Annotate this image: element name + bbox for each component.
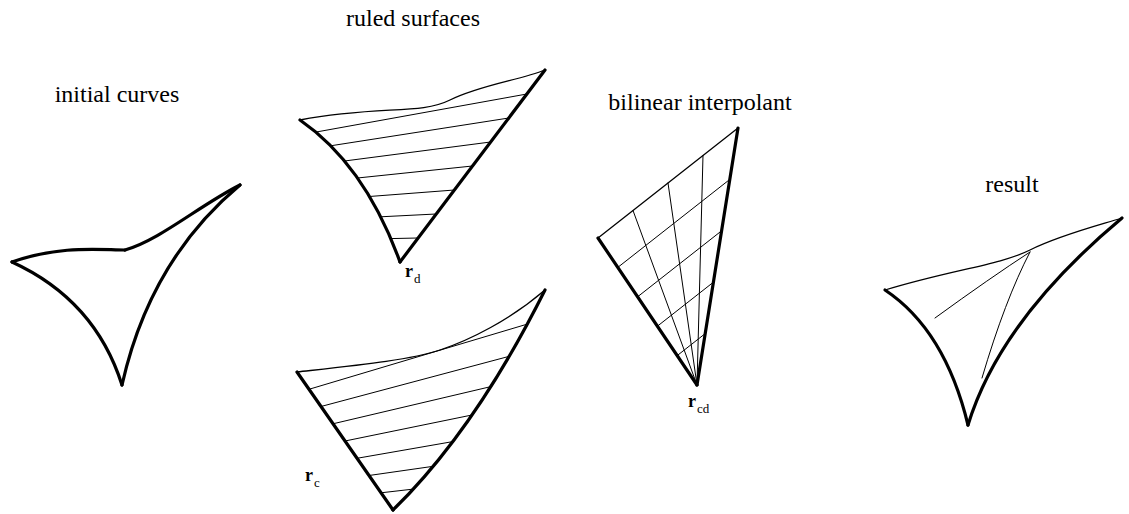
section-heading: result bbox=[985, 172, 1038, 196]
subscript: c bbox=[314, 476, 320, 489]
ruled-surface-rd bbox=[300, 70, 545, 262]
subscript: d bbox=[414, 272, 421, 285]
section-heading: bilinear interpolant bbox=[608, 90, 791, 114]
vector-symbol: r bbox=[405, 262, 413, 280]
section-heading: ruled surfaces bbox=[346, 6, 480, 30]
initial-curves-figure bbox=[12, 185, 240, 385]
subscript: cd bbox=[697, 402, 709, 415]
bilinear-interpolant-figure bbox=[598, 128, 738, 385]
section-heading: initial curves bbox=[55, 82, 180, 106]
vector-symbol: r bbox=[305, 466, 313, 484]
vector-symbol: r bbox=[688, 392, 696, 410]
ruled-surface-rc bbox=[297, 290, 545, 510]
result-surface bbox=[885, 218, 1122, 425]
